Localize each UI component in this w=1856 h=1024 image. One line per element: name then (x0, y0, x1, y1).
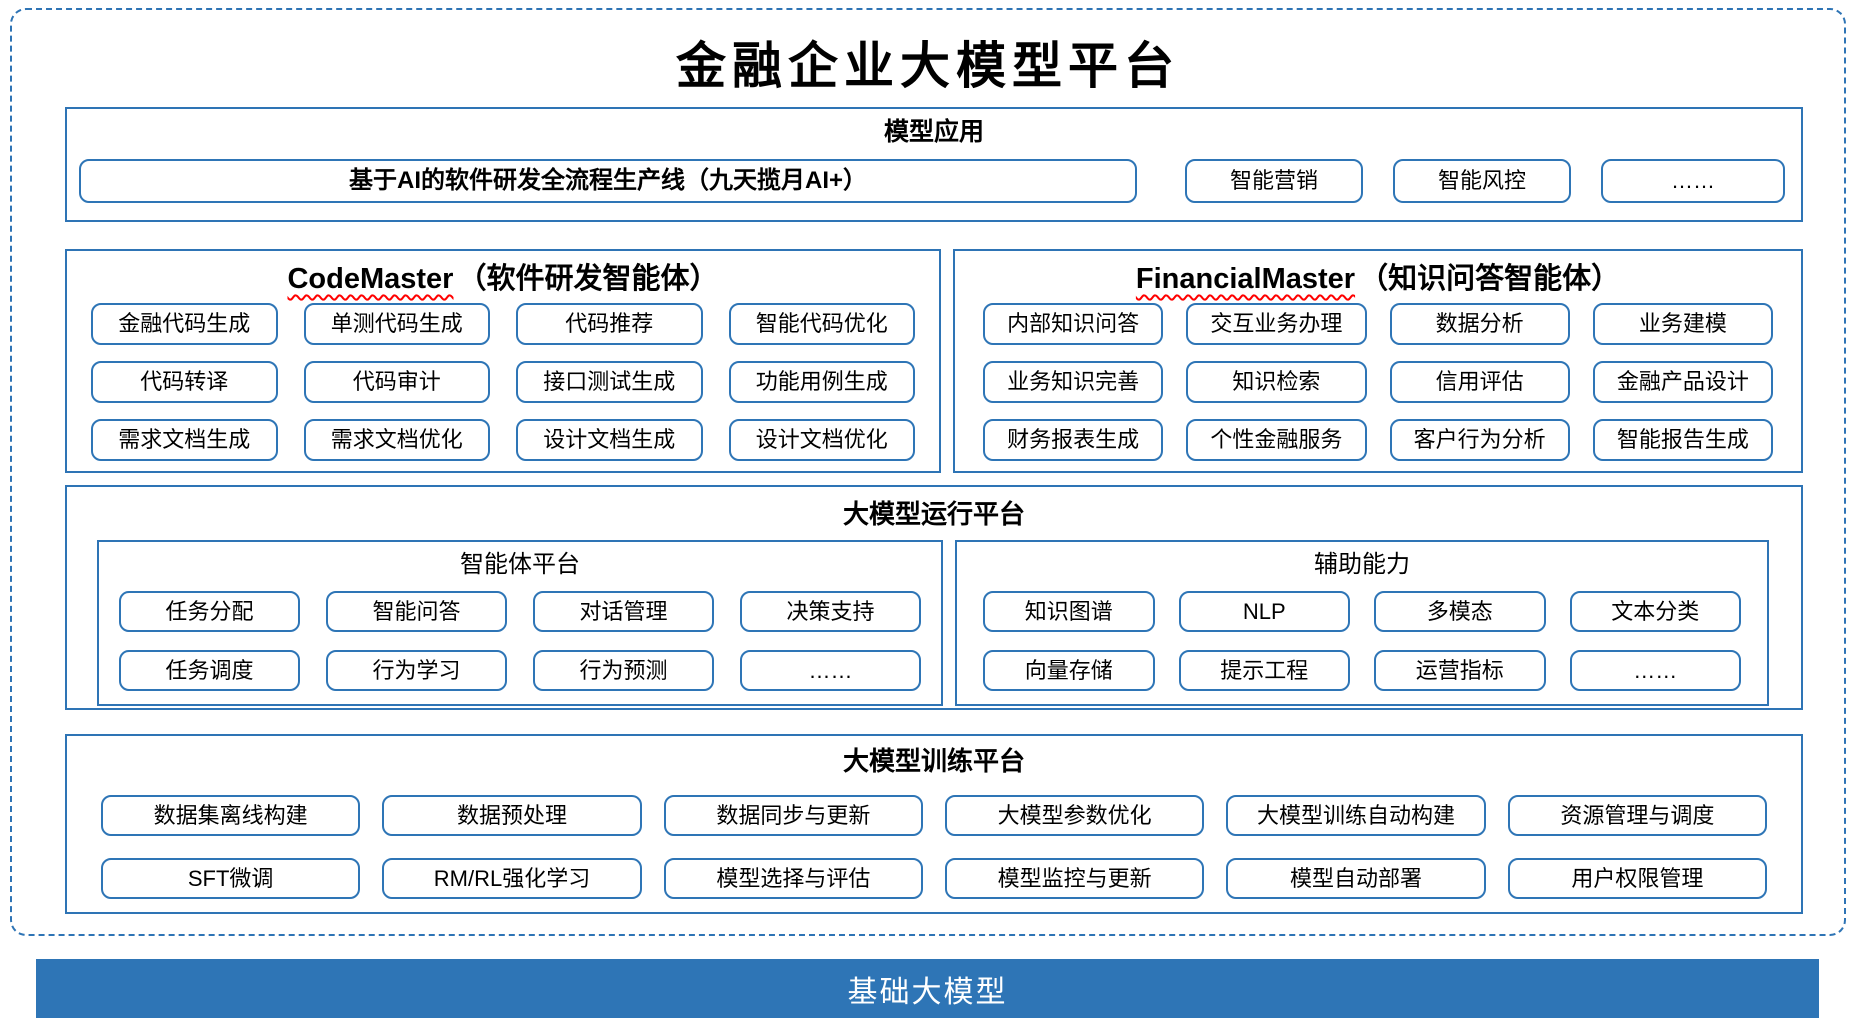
training-item: 大模型参数优化 (945, 795, 1205, 836)
agent-platform-grid: 任务分配 智能问答 对话管理 决策支持 任务调度 行为学习 行为预测 …… (99, 591, 941, 691)
financialmaster-item: 客户行为分析 (1389, 419, 1570, 461)
financialmaster-title: FinancialMaster（知识问答智能体） (955, 261, 1801, 297)
runtime-platform-header: 大模型运行平台 (842, 499, 1025, 529)
financialmaster-item: 智能报告生成 (1592, 419, 1773, 461)
financialmaster-item: 知识检索 (1186, 361, 1367, 403)
foundation-model-bar: 基础大模型 (36, 959, 1819, 1018)
agent-platform-item: 任务调度 (119, 650, 300, 691)
aux-capability-item: 提示工程 (1178, 650, 1350, 691)
agent-platform-item: 智能问答 (326, 591, 507, 632)
financialmaster-title-zh: （知识问答智能体） (1359, 263, 1621, 295)
codemaster-item: 功能用例生成 (728, 361, 915, 403)
agent-platform-item: 任务分配 (119, 591, 300, 632)
section-financialmaster: FinancialMaster（知识问答智能体） 内部知识问答 交互业务办理 数… (953, 249, 1803, 473)
training-item: 模型监控与更新 (945, 858, 1205, 899)
codemaster-item: 智能代码优化 (728, 303, 915, 345)
aux-capability-item: 文本分类 (1569, 591, 1741, 632)
aux-capability-item: 多模态 (1374, 591, 1546, 632)
section-model-application: 模型应用 基于AI的软件研发全流程生产线（九天揽月AI+） 智能营销 智能风控 … (65, 107, 1803, 222)
training-item: RM/RL强化学习 (382, 858, 642, 899)
codemaster-item: 单测代码生成 (303, 303, 490, 345)
training-item: 数据预处理 (382, 795, 642, 836)
aux-capability-item: 向量存储 (983, 650, 1155, 691)
agent-platform-box: 智能体平台 任务分配 智能问答 对话管理 决策支持 任务调度 行为学习 行为预测… (97, 540, 943, 706)
financialmaster-grid: 内部知识问答 交互业务办理 数据分析 业务建模 业务知识完善 知识检索 信用评估… (955, 303, 1801, 461)
aux-capability-grid: 知识图谱 NLP 多模态 文本分类 向量存储 提示工程 运营指标 …… (957, 591, 1767, 691)
financialmaster-item: 财务报表生成 (983, 419, 1164, 461)
aux-capability-item: NLP (1178, 591, 1350, 632)
codemaster-item: 接口测试生成 (516, 361, 703, 403)
model-application-row: 基于AI的软件研发全流程生产线（九天揽月AI+） 智能营销 智能风控 …… (67, 159, 1801, 203)
training-item: 用户权限管理 (1507, 858, 1767, 899)
foundation-model-label: 基础大模型 (847, 975, 1008, 1009)
financialmaster-item: 业务知识完善 (983, 361, 1164, 403)
section-codemaster: CodeMaster（软件研发智能体） 金融代码生成 单测代码生成 代码推荐 智… (65, 249, 941, 473)
financialmaster-item: 个性金融服务 (1186, 419, 1367, 461)
codemaster-grid: 金融代码生成 单测代码生成 代码推荐 智能代码优化 代码转译 代码审计 接口测试… (67, 303, 939, 461)
aux-capability-header: 辅助能力 (1314, 551, 1410, 578)
financialmaster-item: 业务建模 (1592, 303, 1773, 345)
aux-capability-item: 知识图谱 (983, 591, 1155, 632)
financialmaster-item: 数据分析 (1389, 303, 1570, 345)
model-app-node-ellipsis: …… (1601, 159, 1785, 203)
training-item: 数据集离线构建 (101, 795, 361, 836)
page-title: 金融企业大模型平台 (676, 36, 1180, 95)
training-item: 模型自动部署 (1226, 858, 1486, 899)
training-item: SFT微调 (101, 858, 361, 899)
codemaster-title-zh: （软件研发智能体） (457, 263, 719, 295)
codemaster-item: 金融代码生成 (91, 303, 278, 345)
financialmaster-title-en: FinancialMaster (1135, 263, 1356, 295)
section-training-platform: 大模型训练平台 数据集离线构建 数据预处理 数据同步与更新 大模型参数优化 大模… (65, 734, 1803, 914)
training-item: 资源管理与调度 (1507, 795, 1767, 836)
section-runtime-platform: 大模型运行平台 智能体平台 任务分配 智能问答 对话管理 决策支持 任务调度 行… (65, 485, 1803, 710)
codemaster-item: 设计文档优化 (728, 419, 915, 461)
aux-capability-box: 辅助能力 知识图谱 NLP 多模态 文本分类 向量存储 提示工程 运营指标 …… (955, 540, 1769, 706)
aux-capability-item-ellipsis: …… (1569, 650, 1741, 691)
training-platform-header: 大模型训练平台 (842, 746, 1025, 776)
codemaster-item: 需求文档优化 (303, 419, 490, 461)
agent-platform-item: 对话管理 (533, 591, 714, 632)
codemaster-title-en: CodeMaster (287, 263, 454, 295)
agent-platform-item: 决策支持 (740, 591, 921, 632)
codemaster-item: 代码推荐 (516, 303, 703, 345)
training-item: 数据同步与更新 (663, 795, 923, 836)
training-item: 大模型训练自动构建 (1226, 795, 1486, 836)
agent-platform-header: 智能体平台 (460, 551, 580, 578)
codemaster-item: 代码审计 (303, 361, 490, 403)
agent-platform-item-ellipsis: …… (740, 650, 921, 691)
financialmaster-item: 交互业务办理 (1186, 303, 1367, 345)
model-app-node: 智能营销 (1185, 159, 1363, 203)
aux-capability-item: 运营指标 (1374, 650, 1546, 691)
codemaster-item: 代码转译 (91, 361, 278, 403)
financialmaster-item: 内部知识问答 (983, 303, 1164, 345)
section-model-application-header: 模型应用 (883, 118, 984, 146)
codemaster-title: CodeMaster（软件研发智能体） (67, 261, 939, 297)
outer-dashed-frame (10, 8, 1846, 936)
financialmaster-item: 金融产品设计 (1592, 361, 1773, 403)
agent-platform-item: 行为学习 (326, 650, 507, 691)
agent-platform-item: 行为预测 (533, 650, 714, 691)
training-item: 模型选择与评估 (663, 858, 923, 899)
codemaster-item: 设计文档生成 (516, 419, 703, 461)
training-platform-grid: 数据集离线构建 数据预处理 数据同步与更新 大模型参数优化 大模型训练自动构建 … (67, 795, 1801, 899)
pipeline-node: 基于AI的软件研发全流程生产线（九天揽月AI+） (79, 159, 1137, 203)
codemaster-item: 需求文档生成 (91, 419, 278, 461)
model-app-node: 智能风控 (1393, 159, 1571, 203)
financialmaster-item: 信用评估 (1389, 361, 1570, 403)
